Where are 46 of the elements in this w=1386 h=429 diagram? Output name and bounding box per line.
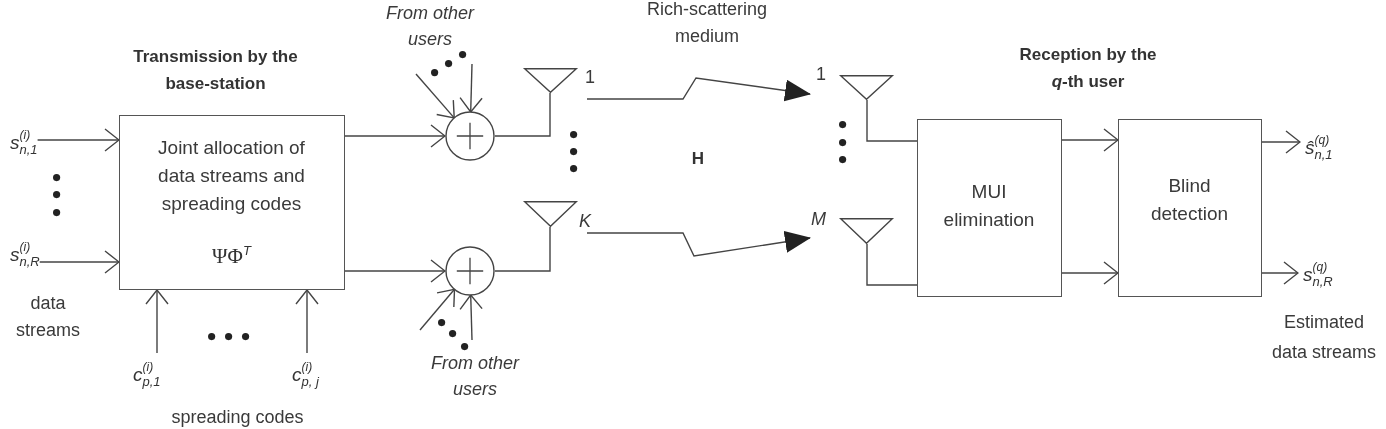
section-heading: Transmission by the base-station <box>132 46 299 95</box>
arrow <box>459 63 483 113</box>
antenna-symbol <box>524 68 577 93</box>
arrow <box>415 73 455 119</box>
connector-line <box>494 92 551 137</box>
box-text: Joint allocation of data streams and spreading codes <box>157 136 306 216</box>
arrow <box>1261 130 1301 154</box>
antenna-index-label: K <box>579 210 591 232</box>
antenna-index-label: M <box>811 208 826 230</box>
channel-arrow <box>586 77 811 102</box>
box-text: MUI elimination <box>942 180 1036 232</box>
arrow <box>459 294 483 341</box>
arrow <box>344 124 446 148</box>
arrow <box>295 289 319 354</box>
source-label: From other users <box>413 350 537 402</box>
arrow <box>39 250 120 274</box>
connector-line <box>866 99 918 142</box>
arrow <box>1061 128 1119 152</box>
annotation-text: Rich-scattering medium <box>645 0 768 48</box>
matrix-expression: ΨΦ$^{T}$ <box>211 242 253 268</box>
caption-text: data streams <box>15 292 81 342</box>
process-box <box>1118 119 1262 297</box>
channel-arrow <box>586 230 811 257</box>
connector-line <box>866 243 918 286</box>
summing-junction-symbol <box>445 111 495 161</box>
process-box <box>917 119 1062 297</box>
process-box <box>119 115 345 290</box>
arrow <box>1261 261 1299 285</box>
antenna-symbol <box>840 75 893 100</box>
caption-text: Estimated data streams <box>1270 311 1377 364</box>
box-text: Blind detection <box>1149 174 1230 226</box>
arrow <box>36 128 120 152</box>
section-heading: Reception by the q-th user <box>1018 44 1158 93</box>
arrow <box>419 288 456 331</box>
connector-line <box>494 226 551 272</box>
caption-text: spreading codes <box>170 406 305 428</box>
antenna-index-label: 1 <box>816 63 826 85</box>
arrow <box>145 289 169 354</box>
arrow <box>344 259 446 283</box>
summing-junction-symbol <box>445 246 495 296</box>
source-label: From other users <box>368 0 492 52</box>
arrow <box>1061 261 1119 285</box>
antenna-index-label: 1 <box>585 66 595 88</box>
channel-matrix-label: H <box>690 148 706 170</box>
antenna-symbol <box>524 201 577 227</box>
antenna-symbol <box>840 218 893 244</box>
